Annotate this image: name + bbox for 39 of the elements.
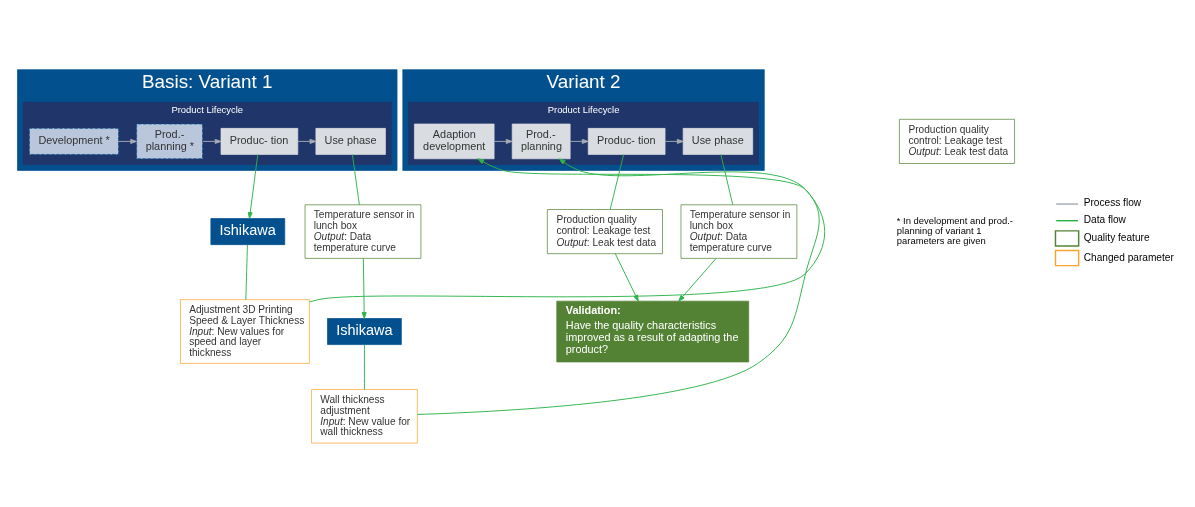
node-box: Development *: [29, 128, 119, 155]
arrow: [493, 138, 513, 144]
node-box: Produc- tion: [220, 128, 299, 155]
arrow: [664, 138, 684, 144]
node-box: Validation: Have the quality characteristics improved as a result of adapting the product?: [556, 300, 750, 363]
node-box: Ishikawa: [210, 218, 286, 245]
arrow: [569, 138, 589, 144]
arrow: [118, 138, 137, 144]
connector: [363, 344, 365, 390]
connector: [351, 154, 360, 206]
label: * In development and prod.- planning of variant 1 parameters are given: [896, 214, 1013, 247]
arrow: [361, 257, 367, 319]
node-box: Temperature sensor in lunch box Output: Data temperature curve: [680, 204, 798, 259]
connector: [609, 154, 625, 210]
node-box: Use phase: [682, 128, 754, 155]
node-box: Prod.- planning: [511, 123, 571, 160]
arrow: [309, 158, 826, 303]
arrow: [678, 257, 717, 302]
connector: [720, 154, 734, 206]
node-box: Use phase: [315, 128, 386, 155]
legend-label: Changed parameter: [1083, 251, 1174, 263]
node-box: Prod.- planning *: [136, 123, 203, 160]
arrow: [297, 138, 317, 144]
node-box: Production quality control: Leakage test Output: Leak test data: [547, 209, 663, 255]
node-box: Wall thickness adjustment Input: New value for wall thickness: [311, 389, 418, 444]
node-box: Production quality control: Leakage test Output: Leak test data: [899, 118, 1015, 164]
node-box: Adaption development: [414, 123, 495, 160]
node-box: Adjustment 3D Printing Speed & Layer Thickness Input: New values for speed and layer thickness: [180, 299, 310, 364]
connector: [245, 244, 248, 301]
legend-label: Quality feature: [1083, 232, 1150, 244]
node-box: Produc- tion: [587, 128, 666, 155]
node-box: Ishikawa: [327, 318, 402, 345]
legend-label: Process flow: [1083, 197, 1142, 209]
arrow: [614, 253, 639, 302]
arrow: [202, 138, 222, 144]
arrow: [247, 154, 259, 219]
arrow: [416, 158, 820, 415]
legend-label: Data flow: [1083, 214, 1126, 226]
node-box: Temperature sensor in lunch box Output: Data temperature curve: [304, 204, 422, 259]
